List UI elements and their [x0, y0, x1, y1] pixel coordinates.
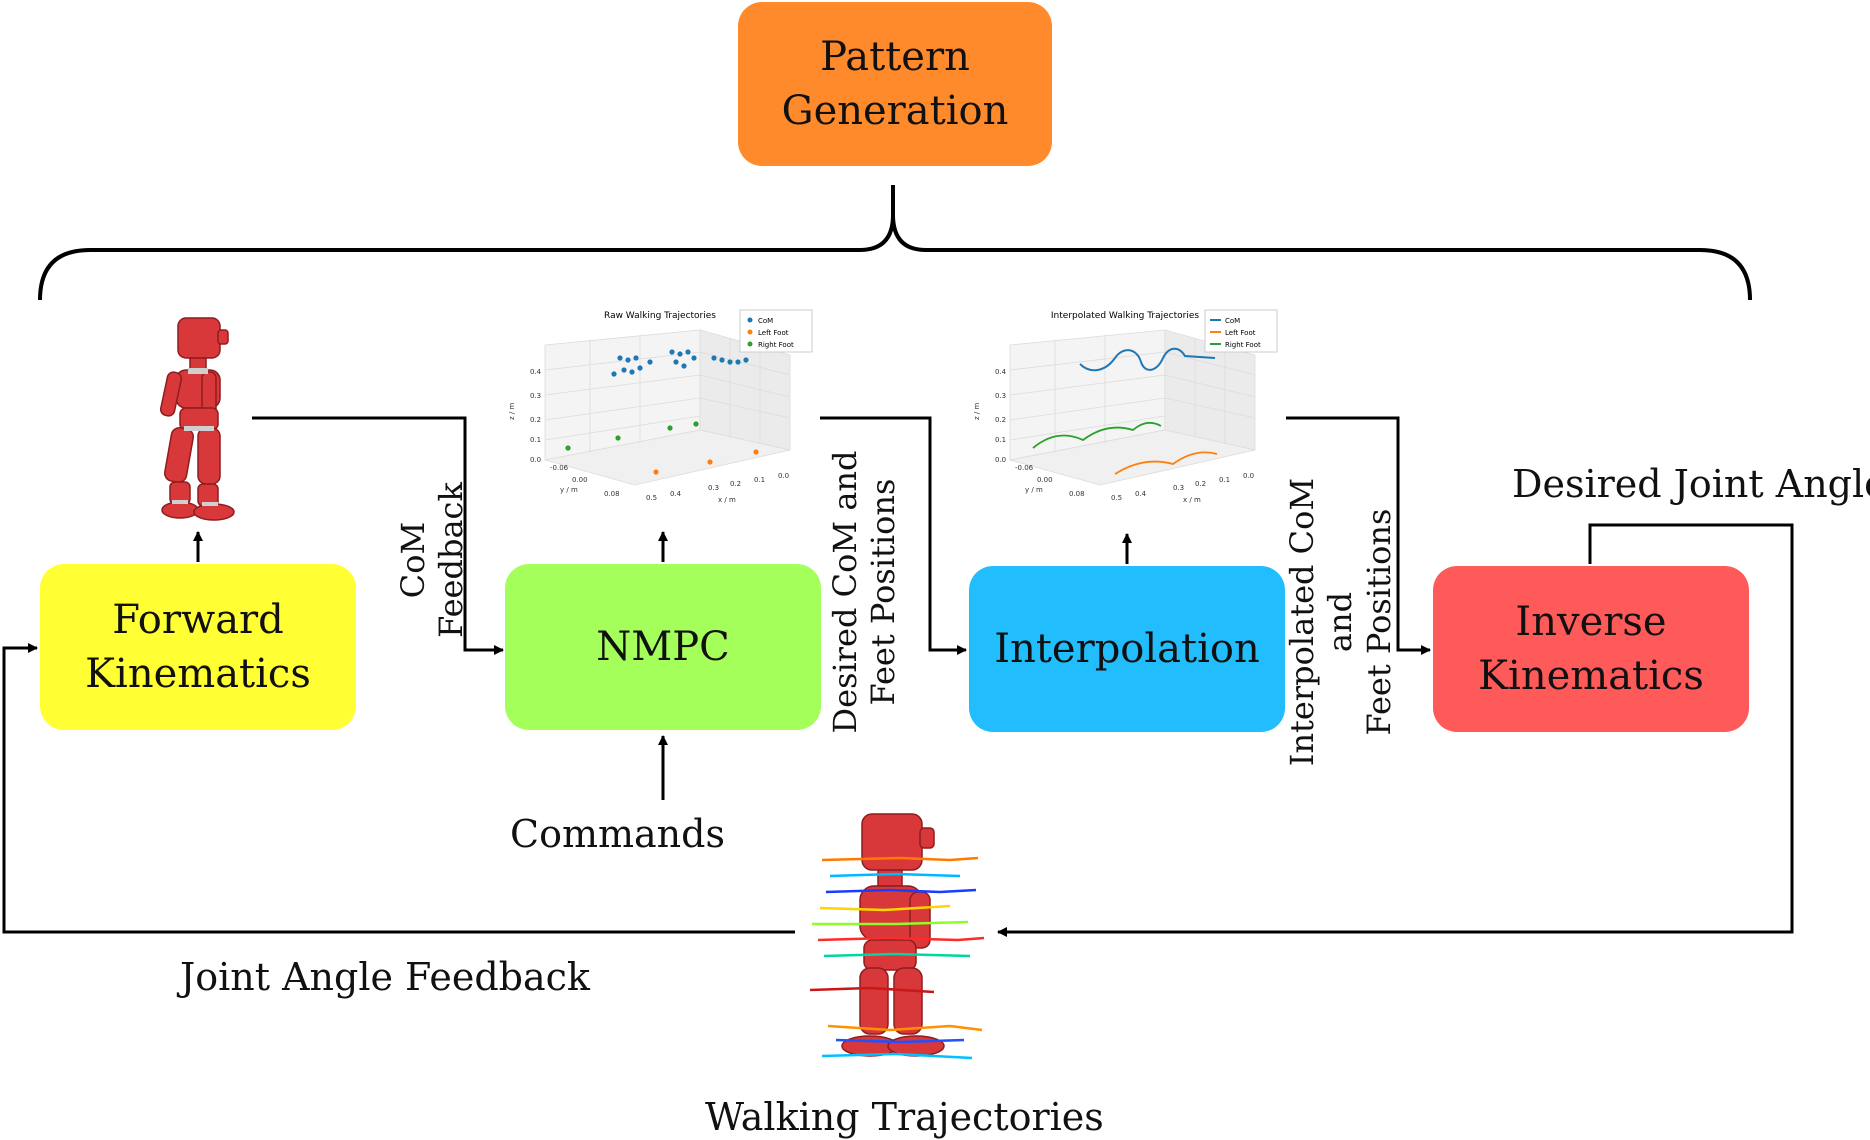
arrow-desired-joint-angles — [997, 523, 1794, 937]
interp-legend-left-foot: Left Foot — [1225, 329, 1256, 337]
forward-kinematics-block: Forward Kinematics — [40, 564, 356, 730]
interp-z-tick-0: 0.4 — [995, 368, 1007, 376]
interp-z-tick-2: 0.2 — [995, 416, 1006, 424]
interp-z-tick-3: 0.1 — [995, 436, 1006, 444]
raw-y-label: y / m — [560, 486, 578, 494]
interp-plot-title: Interpolated Walking Trajectories — [1051, 311, 1199, 321]
raw-legend-com: CoM — [758, 317, 773, 325]
curly-brace — [38, 185, 1752, 301]
raw-right-foot-points — [565, 421, 699, 451]
raw-y-tick-3: 0.00 — [572, 476, 588, 484]
raw-legend: CoM Left Foot Right Foot — [739, 309, 813, 353]
raw-x-tick-3: 0.2 — [730, 480, 741, 488]
raw-x-tick-2: 0.3 — [708, 484, 719, 492]
raw-left-foot-points — [653, 449, 759, 475]
raw-plot-title: Raw Walking Trajectories — [604, 311, 716, 321]
interpolated-trajectories-plot: Interpolated Walking Trajectories 0.4 0.… — [973, 309, 1278, 504]
interp-z-tick-1: 0.3 — [995, 392, 1006, 400]
walking-trajectories-label: Walking Trajectories — [705, 1095, 1104, 1139]
raw-z-tick-4: 0.0 — [530, 456, 541, 464]
raw-legend-right-foot: Right Foot — [758, 341, 794, 349]
interp-right-foot-curve — [1032, 421, 1162, 449]
raw-z-tick-1: 0.3 — [530, 392, 541, 400]
interpolation-block: Interpolation — [969, 566, 1285, 732]
interp-x-label: x / m — [1183, 496, 1201, 504]
raw-z-tick-0: 0.4 — [530, 368, 542, 376]
interpolated-com-label: Interpolated CoM and Feet Positions — [1283, 477, 1398, 767]
interp-y-tick-0: -0.06 — [1015, 464, 1034, 472]
arrow-desired-com — [820, 416, 967, 655]
raw-y-tick-0: -0.06 — [550, 464, 569, 472]
desired-com-label: Desired CoM and Feet Positions — [826, 450, 903, 734]
interp-x-tick-5: 0.0 — [1243, 472, 1254, 480]
raw-legend-left-foot: Left Foot — [758, 329, 789, 337]
nmpc-block: NMPC — [505, 564, 821, 730]
raw-y-tick-7: 0.08 — [604, 490, 620, 498]
raw-x-label: x / m — [718, 496, 736, 504]
raw-com-points — [611, 349, 749, 377]
interp-y-label: y / m — [1025, 486, 1043, 494]
desired-joint-angles-label: Desired Joint Angles — [1512, 462, 1870, 506]
interp-x-tick-2: 0.3 — [1173, 484, 1184, 492]
interp-y-tick-7: 0.08 — [1069, 490, 1085, 498]
interp-legend-right-foot: Right Foot — [1225, 341, 1261, 349]
arrow-interpolated-com — [1286, 416, 1431, 655]
arrow-joint-angle-feedback — [2, 643, 795, 934]
robot-pose-image — [159, 317, 235, 521]
interp-z-tick-4: 0.0 — [995, 456, 1006, 464]
raw-z-tick-2: 0.2 — [530, 416, 541, 424]
interp-z-label: z / m — [973, 403, 981, 420]
interp-x-tick-4: 0.1 — [1219, 476, 1230, 484]
pattern-generation-block: Pattern Generation — [738, 2, 1052, 166]
interp-x-tick-3: 0.2 — [1195, 480, 1206, 488]
trajectory-streaks — [809, 856, 985, 1060]
commands-label: Commands — [510, 812, 725, 856]
raw-x-tick-0: 0.5 — [646, 494, 657, 502]
raw-x-tick-1: 0.4 — [670, 490, 682, 498]
interp-com-curve — [1079, 347, 1216, 372]
interp-left-foot-curve — [1114, 451, 1218, 475]
interp-x-tick-1: 0.4 — [1135, 490, 1147, 498]
raw-trajectories-plot: Raw Walking Trajectories 0.4 0.3 0.2 0.1 — [508, 309, 813, 504]
interp-legend: CoM Left Foot Right Foot — [1204, 309, 1278, 353]
raw-x-tick-4: 0.1 — [754, 476, 765, 484]
walking-trajectories-image — [809, 813, 985, 1060]
interp-x-tick-0: 0.5 — [1111, 494, 1122, 502]
arrow-com-feedback — [252, 416, 504, 655]
raw-z-tick-3: 0.1 — [530, 436, 541, 444]
raw-z-label: z / m — [508, 403, 516, 420]
raw-x-tick-5: 0.0 — [778, 472, 789, 480]
inverse-kinematics-block: Inverse Kinematics — [1433, 566, 1749, 732]
interp-y-tick-3: 0.00 — [1037, 476, 1053, 484]
joint-angle-feedback-label: Joint Angle Feedback — [180, 955, 590, 999]
interp-legend-com: CoM — [1225, 317, 1240, 325]
com-feedback-label: CoM Feedback — [394, 482, 471, 638]
